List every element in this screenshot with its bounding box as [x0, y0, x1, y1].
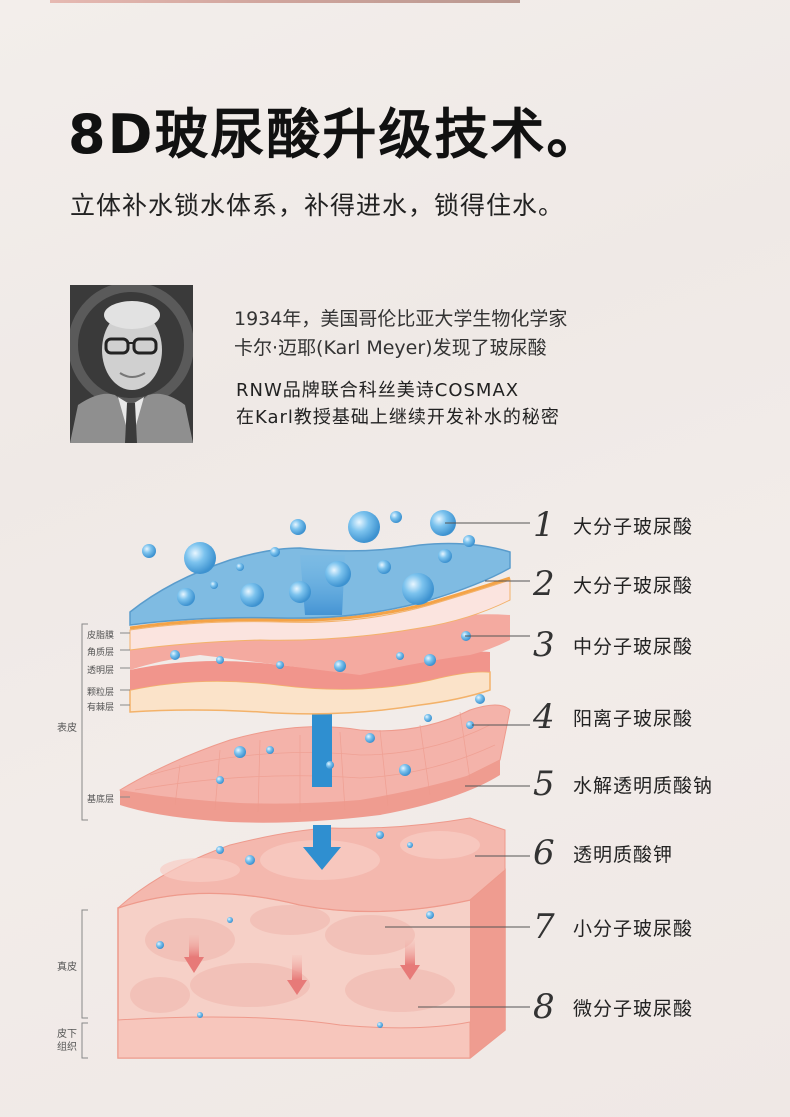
- karl-meyer-portrait: [70, 285, 193, 443]
- history-line-2: 卡尔·迈耶(Karl Meyer)发现了玻尿酸: [234, 337, 547, 359]
- layer-label-stratum-corneum: 角质层: [87, 648, 115, 658]
- group-label-subcutaneous: 皮下 组织: [57, 1029, 77, 1053]
- callout-number: 3: [533, 625, 555, 665]
- callout-number: 2: [533, 564, 555, 604]
- callout-number: 7: [533, 907, 555, 947]
- water-molecule-bubbles: [142, 510, 485, 1028]
- callout-3: 3 中分子玻尿酸: [533, 628, 693, 662]
- page-title: 8D玻尿酸升级技术。: [68, 103, 603, 166]
- callout-label: 大分子玻尿酸: [573, 574, 694, 597]
- callout-label: 小分子玻尿酸: [573, 917, 694, 940]
- brand-line-2: 在Karl教授基础上继续开发补水的秘密: [236, 407, 560, 428]
- callout-2: 2 大分子玻尿酸: [533, 567, 693, 601]
- brand-text: RNW品牌联合科丝美诗COSMAX 在Karl教授基础上继续开发补水的秘密: [236, 377, 560, 431]
- callout-label: 中分子玻尿酸: [573, 635, 694, 658]
- group-label-epidermis: 表皮: [57, 723, 77, 734]
- water-beam: [312, 712, 332, 787]
- callout-4: 4 阳离子玻尿酸: [533, 700, 693, 734]
- layer-label-stratum-basale: 基底层: [87, 795, 115, 805]
- callout-6: 6 透明质酸钾: [533, 836, 673, 870]
- layer-label-sebum-film: 皮脂膜: [87, 631, 115, 641]
- layer-label-stratum-granulosum: 颗粒层: [87, 688, 115, 698]
- callout-label: 水解透明质酸钠: [573, 774, 714, 797]
- callout-lines: [385, 522, 530, 1008]
- callout-label: 大分子玻尿酸: [573, 515, 694, 538]
- callout-number: 4: [533, 697, 555, 737]
- group-brackets: [81, 623, 130, 1059]
- callout-label: 阳离子玻尿酸: [573, 707, 694, 730]
- history-line-1: 1934年，美国哥伦比亚大学生物化学家: [234, 308, 568, 330]
- callout-5: 5 水解透明质酸钠: [533, 767, 713, 801]
- callout-number: 1: [533, 505, 555, 545]
- callout-1: 1 大分子玻尿酸: [533, 508, 693, 542]
- dermis-block: [117, 817, 506, 1059]
- callout-number: 5: [533, 764, 555, 804]
- top-image-edge: [50, 0, 520, 3]
- history-text: 1934年，美国哥伦比亚大学生物化学家 卡尔·迈耶(Karl Meyer)发现了…: [234, 305, 567, 363]
- page-subtitle: 立体补水锁水体系，补得进水，锁得住水。: [70, 191, 565, 220]
- callout-label: 微分子玻尿酸: [573, 997, 694, 1020]
- callout-7: 7 小分子玻尿酸: [533, 910, 693, 944]
- group-label-dermis: 真皮: [57, 962, 77, 973]
- callout-8: 8 微分子玻尿酸: [533, 990, 693, 1024]
- brand-line-1: RNW品牌联合科丝美诗COSMAX: [236, 380, 520, 401]
- callout-number: 8: [533, 987, 555, 1027]
- layer-label-stratum-spinosum: 有棘层: [87, 703, 115, 713]
- callout-number: 6: [533, 833, 555, 873]
- layer-label-stratum-lucidum: 透明层: [87, 666, 115, 676]
- callout-label: 透明质酸钾: [573, 843, 674, 866]
